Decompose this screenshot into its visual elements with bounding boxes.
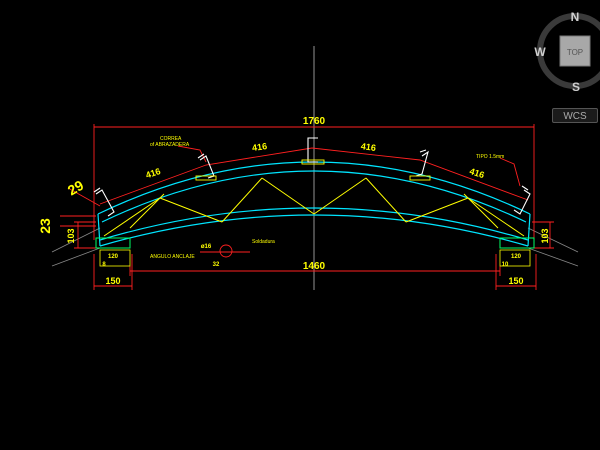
left-anchor-block xyxy=(99,249,131,267)
dim-left-height: 103 xyxy=(66,228,76,243)
note-weld: Soldadura xyxy=(252,239,275,245)
left-extension-line xyxy=(51,227,101,253)
right-anchor-block xyxy=(499,249,531,267)
dim-left-slope: 29 xyxy=(65,177,87,199)
purlins xyxy=(93,137,531,217)
viewcube[interactable]: TOP N S W xyxy=(534,10,600,94)
dim-left-bolt: 8 xyxy=(102,262,106,268)
viewcube-face-label: TOP xyxy=(567,48,583,57)
purlin-3 xyxy=(307,137,318,163)
dim-right-bolt: 10 xyxy=(502,262,509,268)
dim-detail-b: 32 xyxy=(213,262,220,268)
purlin-clips xyxy=(195,159,431,181)
compass-ring[interactable] xyxy=(537,13,600,89)
compass-south-label[interactable]: S xyxy=(572,80,580,94)
left-end-post xyxy=(97,213,101,247)
compass-north-label[interactable]: N xyxy=(571,10,580,24)
dim-left-support: 150 xyxy=(105,276,120,286)
dim-right-height: 103 xyxy=(540,228,550,243)
dim-left-plate: 120 xyxy=(108,254,119,260)
note-purlin-line2: of ABRAZADERA xyxy=(150,142,190,148)
dim-right-support: 150 xyxy=(508,276,523,286)
truss-web-members xyxy=(103,177,525,237)
right-support-plate xyxy=(499,237,535,249)
right-extension-line-lower xyxy=(527,247,579,267)
dim-purlin-spacing-1: 416 xyxy=(144,166,161,180)
bottom-chord-upper xyxy=(99,207,529,241)
note-angle: ANGULO ANCLAJE xyxy=(150,254,195,260)
compass-west-label[interactable]: W xyxy=(534,45,546,59)
dim-right-plate: 120 xyxy=(511,254,522,260)
wcs-button[interactable]: WCS xyxy=(552,108,598,123)
purlin-2 xyxy=(197,153,215,179)
right-end-post xyxy=(527,213,531,247)
dim-left-rise: 23 xyxy=(37,218,53,234)
dim-detail-a: ø16 xyxy=(201,244,212,250)
left-extension-line-lower xyxy=(51,247,101,267)
viewcube-top-face[interactable] xyxy=(559,35,591,67)
dim-purlin-spacing-3: 416 xyxy=(360,141,376,153)
dim-clear-span: 1460 xyxy=(303,261,326,272)
dim-overall-span: 1760 xyxy=(303,116,326,127)
purlin-1 xyxy=(93,187,115,217)
note-purlin-line1: CORREA xyxy=(160,136,182,142)
bottom-chord-lower xyxy=(99,214,529,247)
dim-purlin-spacing-2: 416 xyxy=(251,141,267,153)
dimension-lines xyxy=(60,124,554,290)
purlin-4 xyxy=(415,149,429,177)
purlin-5 xyxy=(513,185,531,215)
dim-purlin-spacing-4: 416 xyxy=(468,166,485,180)
right-extension-line xyxy=(527,227,579,253)
left-support-plate xyxy=(95,237,131,249)
note-right: TIPO 1.5mm xyxy=(476,154,504,160)
